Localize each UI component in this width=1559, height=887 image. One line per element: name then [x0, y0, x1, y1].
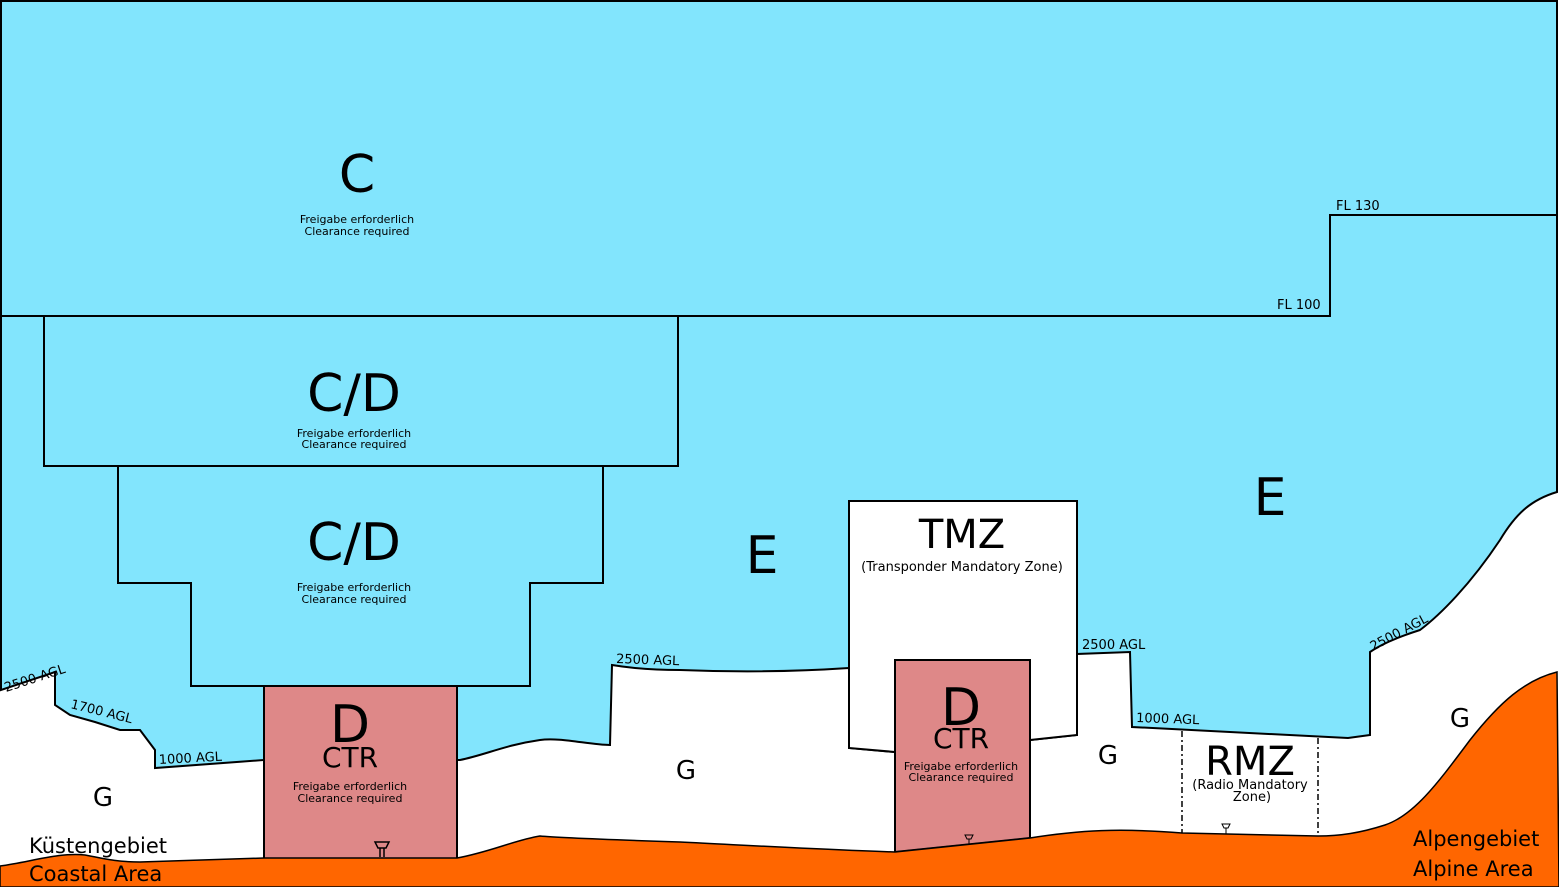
- ctr-left-class: D: [330, 695, 370, 755]
- control-tower-icon: [1221, 823, 1231, 834]
- coastal-area-label-de: Küstengebiet: [29, 834, 167, 858]
- cd-lower-note-en: Clearance required: [302, 593, 407, 606]
- rmz-label: RMZ: [1205, 739, 1295, 785]
- ctr-right-type: CTR: [933, 722, 989, 755]
- cd-lower-note-de: Freigabe erforderlich: [297, 581, 411, 594]
- fl100-label: FL 100: [1277, 298, 1321, 313]
- coastal-area-label-en: Coastal Area: [29, 862, 162, 886]
- ctr-left-note-de: Freigabe erforderlich: [293, 780, 407, 793]
- alpine-area-label-de: Alpengebiet: [1413, 827, 1539, 851]
- agl1000-left-label: 1000 AGL: [158, 750, 223, 768]
- cd-upper-note-de: Freigabe erforderlich: [297, 427, 411, 440]
- tmz-label: TMZ: [918, 512, 1005, 558]
- airspace-e-right-label: E: [1254, 468, 1287, 528]
- control-tower-icon: [373, 841, 391, 857]
- rmz-description-1: (Radio Mandatory: [1192, 778, 1308, 793]
- fl130-label: FL 130: [1336, 199, 1380, 214]
- cd-upper-box: [43, 315, 679, 467]
- ctr-left-type: CTR: [322, 741, 378, 774]
- ctr-left-note-en: Clearance required: [298, 792, 403, 805]
- airspace-c-label: C: [339, 145, 375, 205]
- terrain-area: [0, 671, 1559, 887]
- ctr-right-class: D: [941, 678, 981, 738]
- ctr-right-note-de: Freigabe erforderlich: [904, 760, 1018, 773]
- class-g-label: G: [93, 783, 113, 813]
- class-g-label: G: [1098, 741, 1118, 771]
- class-g-label: G: [1450, 704, 1470, 734]
- airspace-e-left-label: E: [746, 526, 779, 586]
- control-tower-icon: [964, 834, 974, 845]
- rmz-box: [1181, 731, 1319, 836]
- airspace-c-note-de: Freigabe erforderlich: [300, 213, 414, 226]
- cd-lower-label: C/D: [307, 513, 401, 573]
- ctr-right-note-en: Clearance required: [909, 771, 1014, 784]
- rmz-description-2: Zone): [1233, 790, 1271, 805]
- agl1000-rmz-label: 1000 AGL: [1136, 711, 1200, 728]
- cd-upper-note-en: Clearance required: [302, 438, 407, 451]
- tmz-description: (Transponder Mandatory Zone): [861, 560, 1063, 575]
- agl2500-mid-label: 2500 AGL: [616, 652, 680, 669]
- cd-upper-label: C/D: [307, 364, 401, 424]
- alpine-area-label-en: Alpine Area: [1413, 857, 1534, 881]
- airspace-c-note-en: Clearance required: [305, 225, 410, 238]
- controlled-airspace-area: [0, 0, 1558, 770]
- agl2500-tmz-label: 2500 AGL: [1082, 638, 1146, 653]
- class-g-label: G: [676, 756, 696, 786]
